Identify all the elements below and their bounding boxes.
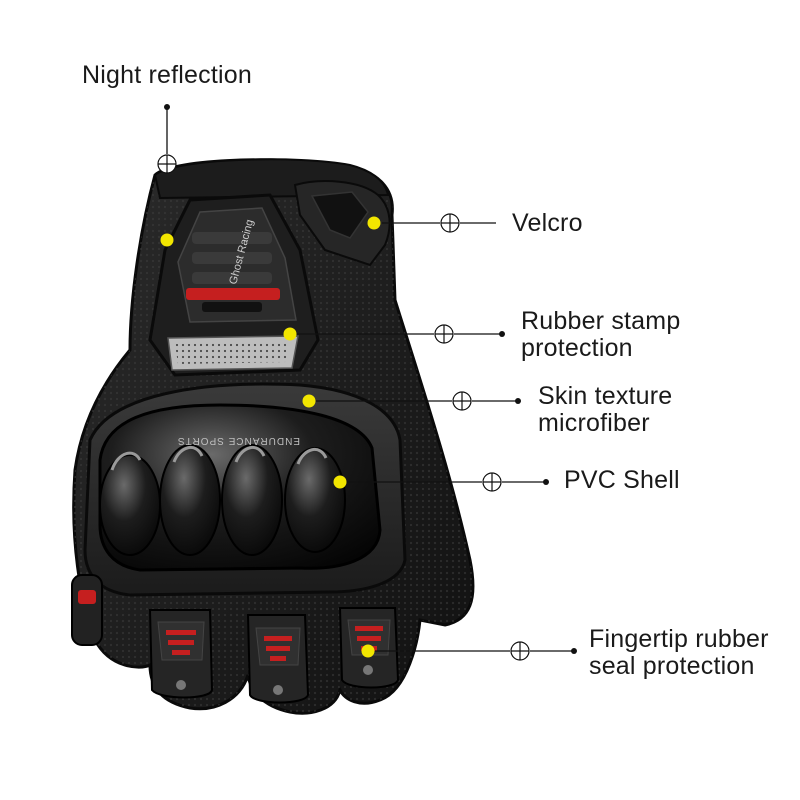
label-line: Velcro [512,209,583,237]
indicator-dots [160,216,381,658]
pvc-knuckle-shell: ENDURANCE SPORTS [98,403,382,572]
finger-caps [71,574,400,704]
label-line: PVC Shell [564,466,680,494]
crosshair-night-reflection [157,154,177,174]
leader-end-dots [164,104,577,654]
knuckle-print-text: ENDURANCE SPORTS [177,435,300,446]
crosshair-pvc [482,472,502,492]
label-line: Night reflection [82,61,252,89]
label-line: protection [521,334,633,362]
label-line: Rubber stamp [521,307,681,335]
crosshair-fingertip [510,641,530,661]
label-velcro: Velcro [512,210,583,237]
leader-lines [166,108,574,652]
label-line: microfiber [538,409,650,437]
label-line: Fingertip rubber [589,625,769,653]
label-night-reflection: Night reflection [82,62,252,89]
label-fingertip-rubber-seal-protection: Fingertip rubber seal protection [589,626,769,680]
label-rubber-stamp-protection: Rubber stamp protection [521,308,680,362]
label-line: Skin texture [538,382,673,410]
dot-rubber-stamp [283,327,297,341]
label-pvc-shell: PVC Shell [564,467,680,494]
dot-night-reflection [160,233,174,247]
crosshair-markers [157,154,530,661]
crosshair-rubber [434,324,454,344]
dot-velcro [367,216,381,230]
label-line: seal protection [589,652,755,680]
dot-skin-texture [302,394,316,408]
dot-fingertip [361,644,375,658]
dot-pvc-shell [333,475,347,489]
label-skin-texture-microfiber: Skin texture microfiber [538,383,672,437]
velcro-tab [293,180,391,267]
crosshair-velcro [440,213,460,233]
crosshair-skin [452,391,472,411]
rubber-stamp-plate: Ghost Racing [148,193,320,377]
